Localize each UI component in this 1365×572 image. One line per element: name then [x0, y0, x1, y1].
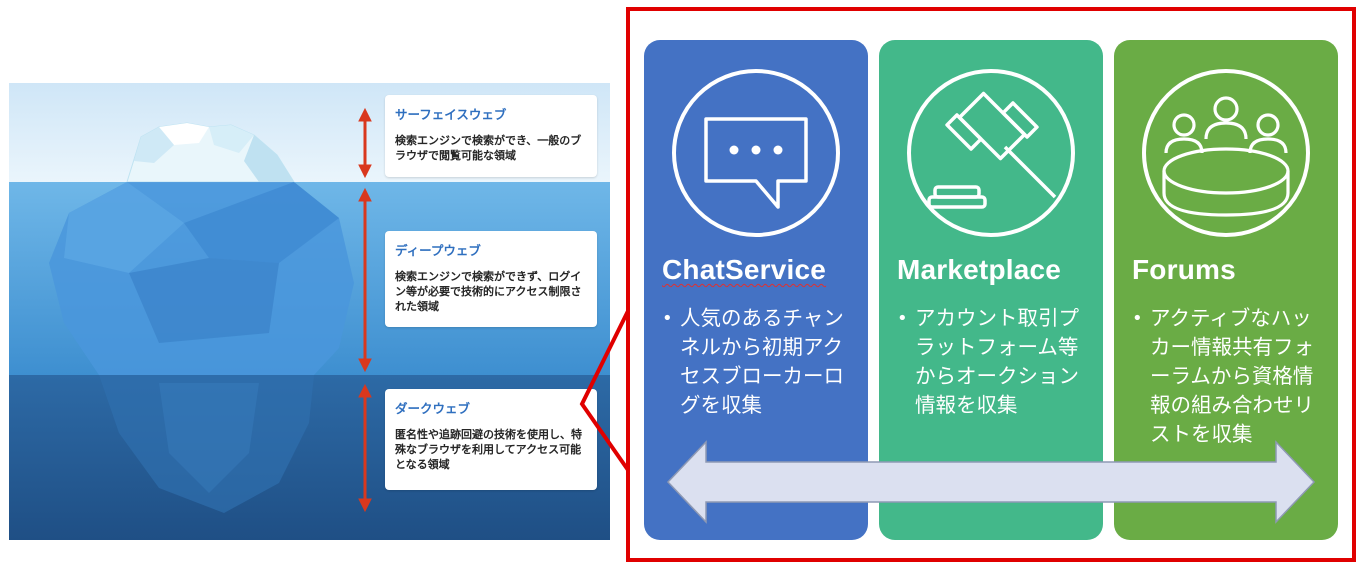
deep-web-description: 検索エンジンで検索ができず、ログイン等が必要で技術的にアクセス制限された領域 — [395, 270, 582, 313]
highlight-frame — [626, 7, 1356, 562]
chatservice-title: ChatService — [662, 254, 827, 285]
deep-web-title: ディープウェブ — [395, 243, 481, 258]
marketplace-bullet: • アカウント取引プラットフォーム等からオークション情報を収集 — [897, 304, 1097, 420]
bullet-dot: • — [662, 308, 673, 329]
bullet-dot: • — [1132, 308, 1143, 329]
marketplace-description: アカウント取引プラットフォーム等からオークション情報を収集 — [915, 306, 1079, 417]
chatservice-column: ChatService • 人気のあるチャンネルから初期アクセスブローカーログを… — [644, 40, 868, 540]
chatservice-description: 人気のあるチャンネルから初期アクセスブローカーログを収集 — [680, 306, 844, 417]
forums-column: Forums • アクティブなハッカー情報共有フォーラムから資格情報の組み合わせ… — [1114, 40, 1338, 540]
dark-web-description: 匿名性や追跡回避の技術を使用し、特殊なブラウザを利用してアクセス可能となる領域 — [395, 428, 582, 471]
surface-web-card: サーフェイスウェブ 検索エンジンで検索ができ、一般のブラウザで閲覧可能な領域 — [385, 95, 597, 177]
dark-web-card: ダークウェブ 匿名性や追跡回避の技術を使用し、特殊なブラウザを利用してアクセス可… — [385, 389, 597, 490]
chatservice-bullet: • 人気のあるチャンネルから初期アクセスブローカーログを収集 — [662, 304, 862, 420]
forums-description: アクティブなハッカー情報共有フォーラムから資格情報の組み合わせリストを収集 — [1150, 306, 1314, 446]
dark-web-title: ダークウェブ — [395, 401, 471, 416]
gavel-icon — [907, 69, 1075, 237]
surface-web-description: 検索エンジンで検索ができ、一般のブラウザで閲覧可能な領域 — [395, 134, 582, 162]
deep-web-card: ディープウェブ 検索エンジンで検索ができず、ログイン等が必要で技術的にアクセス制… — [385, 231, 597, 327]
forums-bullet: • アクティブなハッカー情報共有フォーラムから資格情報の組み合わせリストを収集 — [1132, 304, 1332, 449]
marketplace-column: Marketplace • アカウント取引プラットフォーム等からオークション情報… — [879, 40, 1103, 540]
surface-web-title: サーフェイスウェブ — [395, 107, 507, 122]
marketplace-title: Marketplace — [897, 254, 1062, 285]
forums-title: Forums — [1132, 254, 1236, 285]
layer-divider-arrows — [358, 107, 372, 513]
meeting-table-icon — [1142, 69, 1310, 237]
iceberg-illustration: サーフェイスウェブ 検索エンジンで検索ができ、一般のブラウザで閲覧可能な領域 デ… — [9, 83, 610, 540]
bullet-dot: • — [897, 308, 908, 329]
chat-bubble-icon — [672, 69, 840, 237]
